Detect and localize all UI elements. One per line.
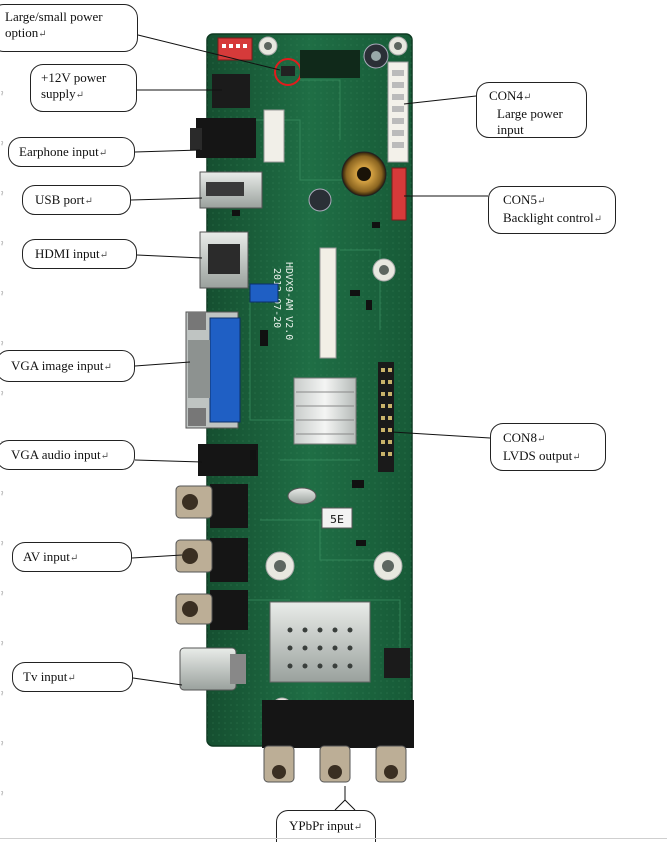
callout-con4: CON4↵ Large power input [476, 82, 587, 138]
callout-tv: Tv input↵ [12, 662, 133, 692]
callout-hdmi: HDMI input↵ [22, 239, 137, 269]
bottom-rule [0, 838, 667, 839]
callout-vga-audio: VGA audio input↵ [0, 440, 135, 470]
callout-earphone-text: Earphone input [19, 144, 99, 159]
callout-power-supply-mark: ↵ [75, 90, 85, 101]
con5-connector [391, 167, 407, 221]
board-model-text: HDVX9-AM V2.0 [283, 262, 294, 340]
callout-av-text: AV input [23, 549, 70, 564]
callout-con8: CON8↵ LVDS output↵ [490, 423, 606, 471]
callout-con4-title-mark: ↵ [522, 92, 532, 103]
callout-con5-title-mark: ↵ [536, 196, 546, 207]
callout-earphone-mark: ↵ [98, 148, 108, 159]
tuner-can [269, 601, 371, 683]
callout-power-option-mark: ↵ [38, 29, 47, 40]
callout-ypbpr-text: YPbPr input [289, 818, 354, 833]
callout-av: AV input↵ [12, 542, 132, 572]
tv-coax-input [179, 647, 237, 691]
callout-power-option: Large/small power option↵ [0, 4, 138, 52]
callout-ypbpr: YPbPr input↵ [276, 810, 376, 842]
callout-con5-title: CON5 [503, 192, 537, 207]
callout-con8-title-mark: ↵ [536, 434, 546, 445]
callout-con5: CON5↵ Backlight control↵ [488, 186, 616, 234]
red-connector-top [217, 37, 253, 61]
callout-vga-image-text: VGA image input [11, 358, 104, 373]
callout-con5-desc: Backlight control [503, 210, 594, 225]
callout-vga-image-mark: ↵ [103, 362, 112, 373]
callout-tv-text: Tv input [23, 669, 68, 684]
callout-usb-text: USB port [35, 192, 85, 207]
callout-vga-audio-mark: ↵ [100, 451, 109, 462]
callout-hdmi-mark: ↵ [99, 250, 109, 261]
callout-hdmi-text: HDMI input [35, 246, 100, 261]
callout-usb-mark: ↵ [84, 196, 93, 207]
con8-lvds-header [378, 362, 394, 472]
heatsink [293, 377, 357, 445]
callout-power-supply-text: +12V power supply [41, 70, 107, 101]
callout-con8-desc: LVDS output [503, 448, 573, 463]
callout-vga-image: VGA image input↵ [0, 350, 135, 382]
earphone-jack [196, 118, 256, 158]
callout-con4-desc: Large power input [497, 106, 563, 137]
callout-con4-title: CON4 [489, 88, 523, 103]
callout-av-mark: ↵ [69, 553, 79, 564]
callout-usb: USB port↵ [22, 185, 131, 215]
ypbpr-rca-jacks [262, 700, 414, 783]
callout-tv-mark: ↵ [67, 673, 76, 684]
callout-power-option-text: Large/small power option [5, 9, 103, 40]
left-margin-marks: ˀˀˀ ˀˀˀ ˀˀˀ ˀˀˀ ˀˀˀ ˀ [1, 40, 4, 800]
power-jack [212, 74, 250, 108]
vga-audio-jack [198, 444, 258, 476]
callout-con8-title: CON8 [503, 430, 537, 445]
av-rca-jacks [175, 484, 248, 630]
callout-ypbpr-mark: ↵ [353, 822, 363, 833]
callout-con8-desc-mark: ↵ [572, 452, 581, 463]
callout-power-supply: +12V power supply↵ [30, 64, 137, 112]
callout-con5-desc-mark: ↵ [593, 214, 603, 225]
chip-label: 5E [330, 513, 344, 526]
callout-vga-audio-text: VGA audio input [11, 447, 101, 462]
callout-earphone: Earphone input↵ [8, 137, 135, 167]
